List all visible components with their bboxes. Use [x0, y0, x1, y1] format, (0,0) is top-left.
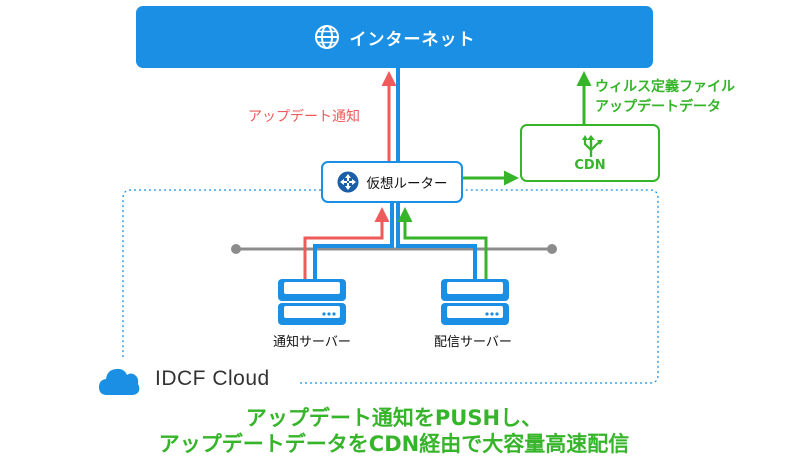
- brand-name: IDCF Cloud: [155, 367, 270, 390]
- internet-label: インターネット: [349, 29, 476, 50]
- globe-icon: [314, 25, 339, 49]
- notification-server-icon: [278, 279, 346, 325]
- lan-bus-left-end: [231, 244, 241, 254]
- update-data-label-line2: アップデートデータ: [595, 99, 721, 115]
- lan-bus-right-end: [547, 244, 557, 254]
- server-a-blue-link: [313, 203, 394, 280]
- delivery-server-label: 配信サーバー: [434, 335, 512, 350]
- notification-server-label: 通知サーバー: [273, 335, 351, 350]
- branching-arrows-icon: [582, 135, 603, 157]
- push-arrow-lower: [303, 207, 390, 280]
- caption-line2: アップデートデータをCDN経由で大容量高速配信: [158, 432, 630, 456]
- caption-line1: アップデート通知をPUSHし、: [245, 406, 543, 430]
- cdn-label: CDN: [574, 158, 606, 173]
- server-b-blue-link: [396, 203, 477, 280]
- cloud-boundary: [122, 189, 659, 384]
- update-data-label-line1: ウィルス定義ファイル: [595, 79, 735, 95]
- push-notification-label: アップデート通知: [248, 109, 360, 125]
- cloud-icon: [99, 368, 140, 395]
- router-label: 仮想ルーター: [366, 176, 448, 192]
- delivery-server-icon: [441, 279, 509, 325]
- router-icon: [337, 171, 358, 193]
- virtual-router-node: 仮想ルーター: [321, 161, 463, 203]
- update-arrow-server: [397, 207, 488, 280]
- internet-node: インターネット: [136, 6, 653, 68]
- cdn-node: CDN: [520, 124, 660, 182]
